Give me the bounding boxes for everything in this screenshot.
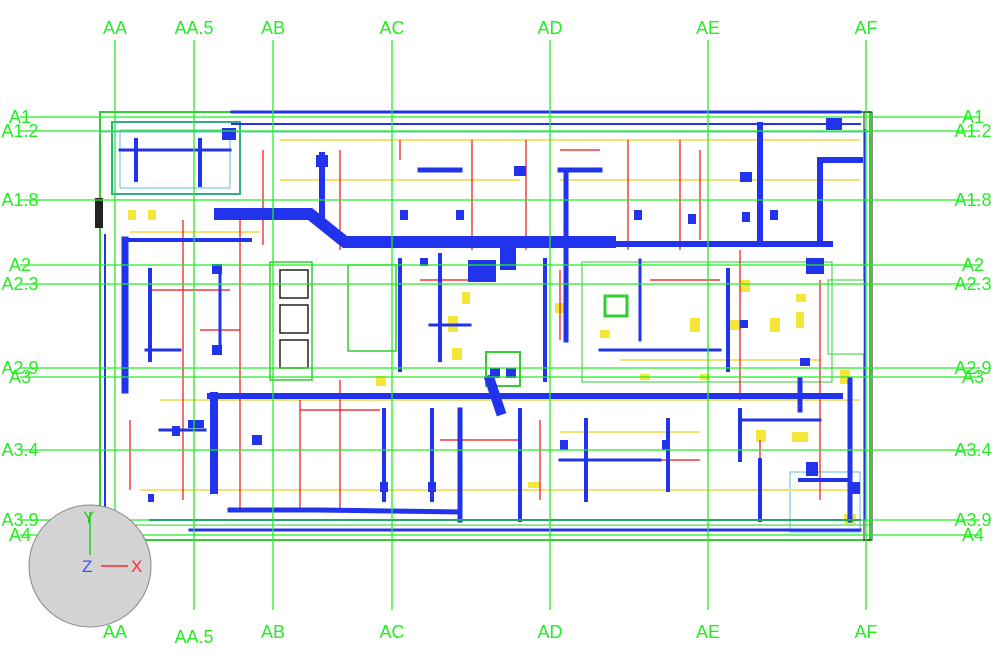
grid-label-row-a1-8-left: A1.8 xyxy=(1,190,38,210)
z-axis-label: Z xyxy=(82,557,92,576)
terminal-units xyxy=(148,118,860,502)
grid-label-row-a2-right: A2 xyxy=(962,255,984,275)
grid-label-row-a1-8-right: A1.8 xyxy=(954,190,991,210)
grid-label-row-a3-right: A3 xyxy=(962,367,984,387)
grid-label-col-aa-5-top: AA.5 xyxy=(174,18,213,38)
grid-label-row-a1-right: A1 xyxy=(962,107,984,127)
grid-label-col-af-bottom: AF xyxy=(854,622,877,642)
grid-label-col-ae-top: AE xyxy=(696,18,720,38)
grid-label-row-a4-right: A4 xyxy=(962,525,984,545)
grid-label-row-a3-9-right: A3.9 xyxy=(954,510,991,530)
red-pipe-runs xyxy=(129,140,821,510)
grid-label-row-a2-left: A2 xyxy=(9,255,31,275)
grid-label-row-a1-2-right: A1.2 xyxy=(954,121,991,141)
grid-label-col-ac-top: AC xyxy=(379,18,404,38)
grid-label-row-a1-2-left: A1.2 xyxy=(1,121,38,141)
grid-label-col-ab-bottom: AB xyxy=(261,622,285,642)
grid-label-col-aa-5-bottom: AA.5 xyxy=(174,627,213,647)
grid-label-row-a3-9-left: A3.9 xyxy=(1,510,38,530)
grid-label-row-a3-4-left: A3.4 xyxy=(1,440,38,460)
x-axis-label: X xyxy=(131,557,142,576)
grid-label-row-a2-3-left: A2.3 xyxy=(1,274,38,294)
grid-label-row-a2-9-left: A2.9 xyxy=(1,358,38,378)
grid-label-row-a3-left: A3 xyxy=(9,367,31,387)
grid-label-col-ad-top: AD xyxy=(537,18,562,38)
grid-label-col-ab-top: AB xyxy=(261,18,285,38)
equipment-blocks xyxy=(128,210,856,524)
grid-label-row-a2-9-right: A2.9 xyxy=(954,358,991,378)
grid-label-col-aa-top: AA xyxy=(103,18,127,38)
yellow-pipe-runs xyxy=(130,139,860,491)
grid-label-col-af-top: AF xyxy=(854,18,877,38)
grid-label-row-a3-4-right: A3.4 xyxy=(954,440,991,460)
grid-label-row-a2-3-right: A2.3 xyxy=(954,274,991,294)
grid-label-row-a4-left: A4 xyxy=(9,525,31,545)
gizmo-sphere[interactable] xyxy=(28,504,152,628)
grid-label-col-ae-bottom: AE xyxy=(696,622,720,642)
grid-label-row-a1-left: A1 xyxy=(9,107,31,127)
y-axis-label: Y xyxy=(83,508,94,527)
building-outline xyxy=(95,111,873,541)
grid-label-col-aa-bottom: AA xyxy=(103,622,127,642)
grid-label-col-ac-bottom: AC xyxy=(379,622,404,642)
grid-label-col-ad-bottom: AD xyxy=(537,622,562,642)
view-cube-gizmo[interactable]: X Y Z xyxy=(28,504,152,628)
